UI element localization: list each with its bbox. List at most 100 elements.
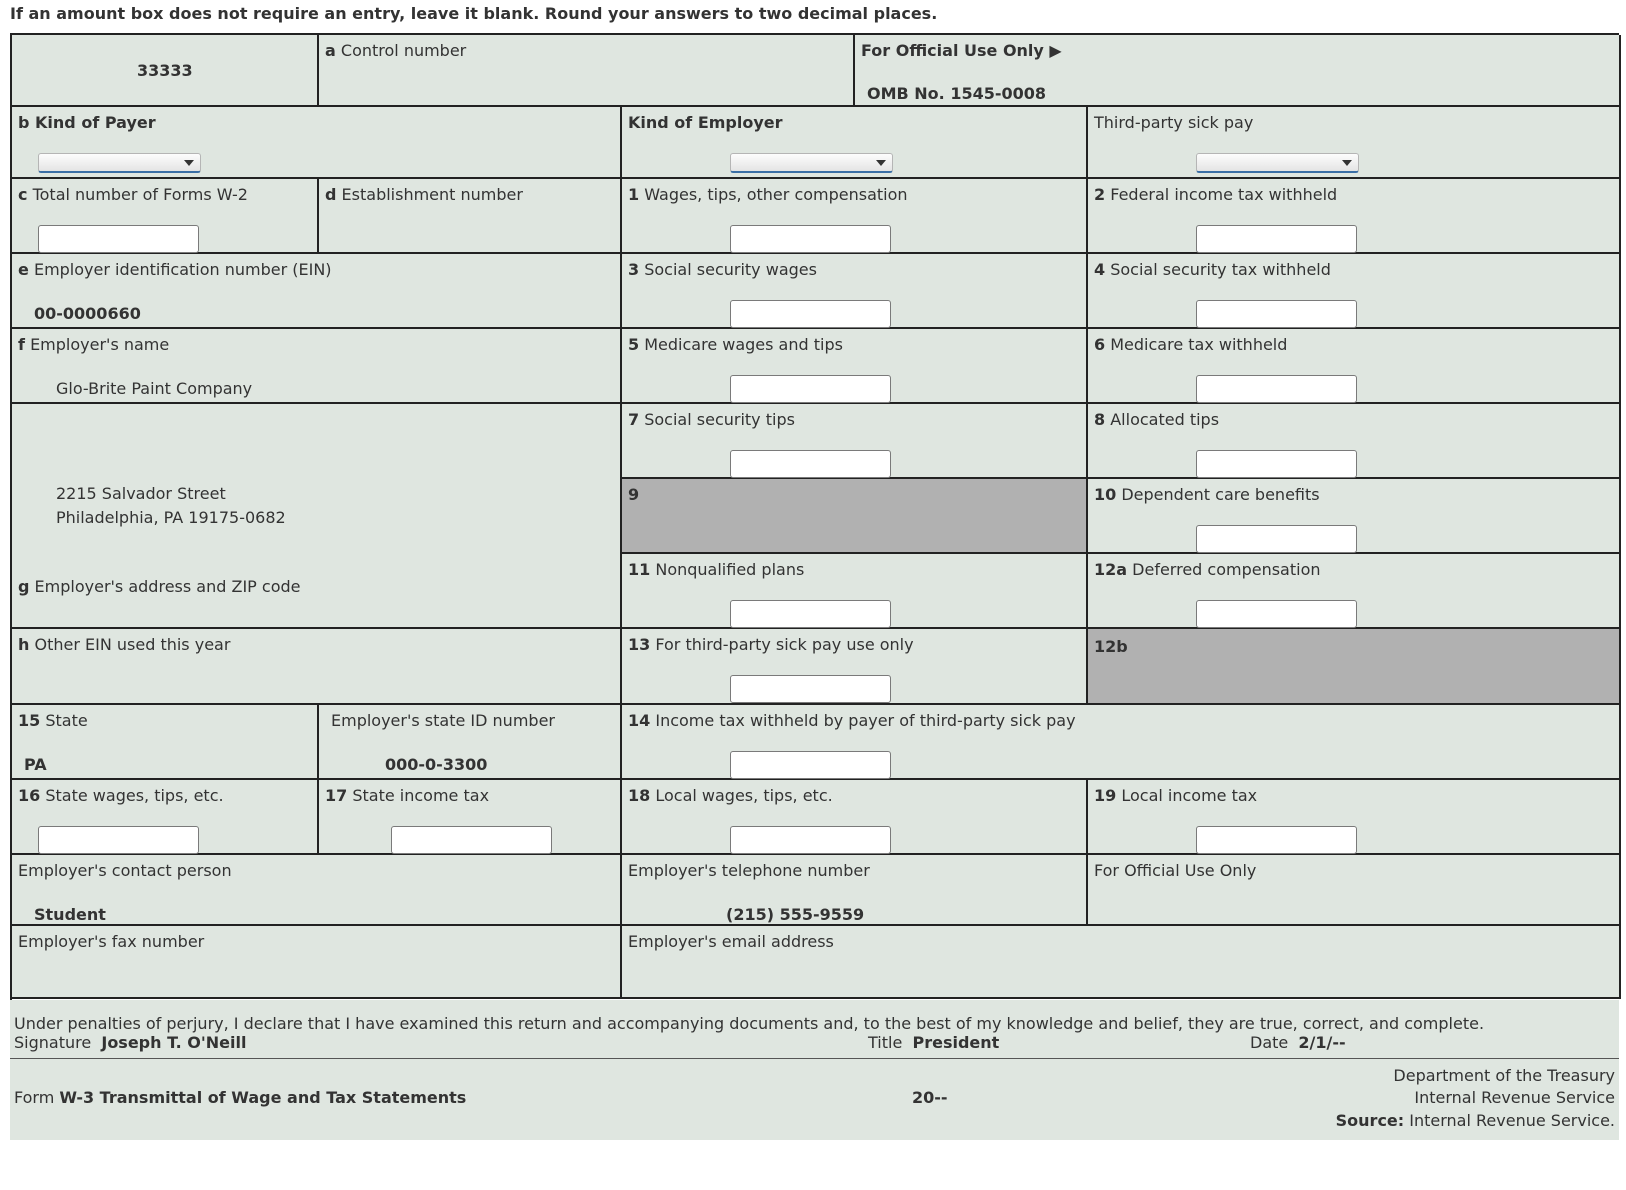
address-letter: g [18,577,30,596]
telephone-value: (215) 555-9559 [726,905,865,924]
box18-num: 18 [628,786,651,805]
ein-letter: e [18,260,29,279]
form-title: W-3 Transmittal of Wage and Tax Statemen… [59,1088,467,1107]
ein-value: 00-0000660 [34,304,141,323]
kind-of-payer-select[interactable] [38,153,201,173]
box15-num: 15 [18,711,41,730]
box5-num: 5 [628,335,640,354]
establishment-letter: d [325,185,337,204]
email-cell: Employer's email address [622,926,1621,999]
total-forms-label: Total number of Forms W-2 [32,185,248,204]
box18-cell: 18 Local wages, tips, etc. [622,780,1088,855]
box8-allocated-tips-input[interactable] [1196,450,1357,478]
other-ein-cell: h Other EIN used this year [12,629,622,705]
box10-dependent-care-input[interactable] [1196,525,1357,553]
box4-num: 4 [1094,260,1106,279]
box14-cell: 14 Income tax withheld by payer of third… [622,705,1621,780]
box19-cell: 19 Local income tax [1088,780,1621,855]
tax-year: 20-- [912,1088,948,1107]
box19-num: 19 [1094,786,1117,805]
box18-local-wages-input[interactable] [730,826,891,854]
signature-footer: Under penalties of perjury, I declare th… [10,1000,1619,1140]
box-code-cell: 33333 [12,35,319,107]
establishment-label: Establishment number [341,185,523,204]
box7-ss-tips-input[interactable] [730,450,891,478]
box5-label: Medicare wages and tips [644,335,843,354]
box7-cell: 7 Social security tips [622,404,1088,479]
chevron-down-icon [876,160,886,166]
official-use-label: For Official Use Only [1094,861,1257,880]
employer-name-cell: f Employer's name Glo-Brite Paint Compan… [12,329,622,404]
ein-label: Employer identification number (EIN) [33,260,332,279]
box13-third-party-input[interactable] [730,675,891,703]
box12a-label: Deferred compensation [1132,560,1321,579]
box2-federal-tax-input[interactable] [1196,225,1357,253]
third-party-sick-pay-cell: Third-party sick pay [1088,107,1621,179]
box4-ss-tax-input[interactable] [1196,300,1357,328]
box9-cell: 9 [622,479,1088,554]
box11-nonqualified-input[interactable] [730,600,891,628]
control-number-cell: a Control number [319,35,855,107]
box8-cell: 8 Allocated tips [1088,404,1621,479]
kind-of-employer-cell: Kind of Employer [622,107,1088,179]
box16-state-wages-input[interactable] [38,826,199,854]
box1-cell: 1 Wages, tips, other compensation [622,179,1088,254]
official-use-top-cell: For Official Use Only ▶ OMB No. 1545-000… [855,35,1621,107]
box18-label: Local wages, tips, etc. [655,786,833,805]
employer-name-value: Glo-Brite Paint Company [56,379,253,398]
box1-wages-input[interactable] [730,225,891,253]
box2-label: Federal income tax withheld [1110,185,1338,204]
box7-label: Social security tips [644,410,795,429]
box19-label: Local income tax [1121,786,1258,805]
fax-label: Employer's fax number [18,932,205,951]
ein-cell: e Employer identification number (EIN) 0… [12,254,622,329]
total-forms-input[interactable] [38,225,199,253]
source-label: Source: [1335,1111,1405,1130]
control-number-letter: a [325,41,336,60]
divider [10,1058,1619,1059]
fax-cell: Employer's fax number [12,926,622,999]
telephone-cell: Employer's telephone number (215) 555-95… [622,855,1088,926]
kind-of-payer-cell: b Kind of Payer [12,107,622,179]
date-label: Date [1250,1033,1289,1052]
third-party-sick-pay-select[interactable] [1196,153,1359,173]
instructions: If an amount box does not require an ent… [10,4,938,23]
box8-label: Allocated tips [1110,410,1220,429]
box3-label: Social security wages [644,260,817,279]
box12a-deferred-comp-input[interactable] [1196,600,1357,628]
w3-form-grid: 33333 a Control number For Official Use … [10,33,1621,1038]
box11-label: Nonqualified plans [655,560,805,579]
box10-label: Dependent care benefits [1121,485,1320,504]
box6-cell: 6 Medicare tax withheld [1088,329,1621,404]
box17-label: State income tax [352,786,490,805]
box17-state-tax-input[interactable] [391,826,552,854]
establishment-cell: d Establishment number [319,179,622,254]
kind-of-employer-label: Kind of Employer [628,113,783,132]
box10-cell: 10 Dependent care benefits [1088,479,1621,554]
box12b-cell: 12b [1088,629,1621,705]
chevron-down-icon [1342,160,1352,166]
box19-local-tax-input[interactable] [1196,826,1357,854]
box11-cell: 11 Nonqualified plans [622,554,1088,629]
box5-medicare-wages-input[interactable] [730,375,891,403]
box6-label: Medicare tax withheld [1110,335,1288,354]
box3-ss-wages-input[interactable] [730,300,891,328]
box4-label: Social security tax withheld [1110,260,1331,279]
box14-income-tax-input[interactable] [730,751,891,779]
kind-of-employer-select[interactable] [730,153,893,173]
box3-cell: 3 Social security wages [622,254,1088,329]
box-code: 33333 [137,61,193,80]
box13-cell: 13 For third-party sick pay use only [622,629,1088,705]
state-id-label: Employer's state ID number [331,711,555,730]
official-use-header: For Official Use Only ▶ [861,41,1062,60]
control-number-label: Control number [340,41,467,60]
box6-medicare-tax-input[interactable] [1196,375,1357,403]
irs-name: Internal Revenue Service [1414,1088,1615,1107]
state-id-cell: Employer's state ID number 000-0-3300 [319,705,622,780]
box12a-num: 12a [1094,560,1128,579]
date-value: 2/1/-- [1298,1033,1346,1052]
total-forms-letter: c [18,185,28,204]
box13-num: 13 [628,635,651,654]
address-cell: 2215 Salvador Street Philadelphia, PA 19… [12,404,622,629]
box4-cell: 4 Social security tax withheld [1088,254,1621,329]
